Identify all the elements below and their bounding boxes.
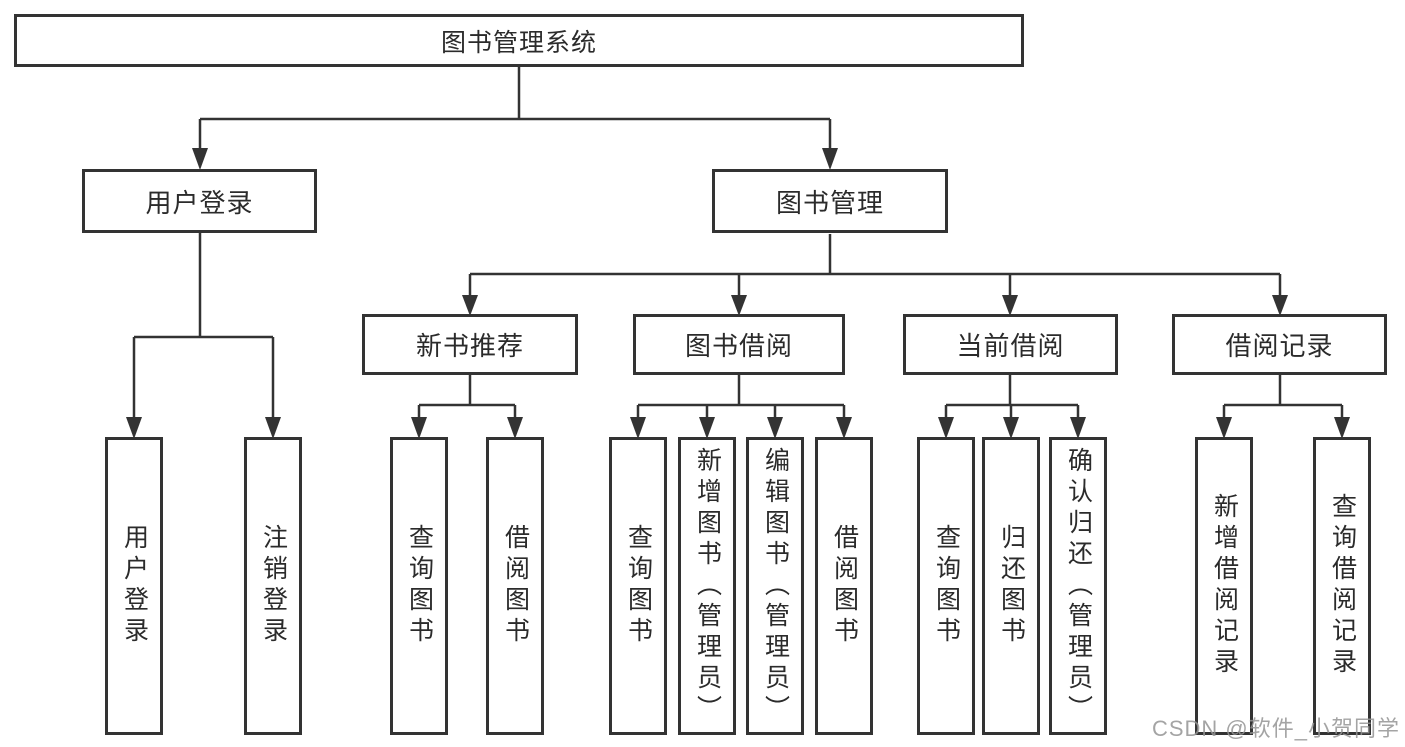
node-library-management-system: 图书管理系统: [14, 14, 1024, 67]
leaf-query-books-recommend: 查询图书: [390, 437, 448, 735]
leaf-query-borrow-record: 查询借阅记录: [1313, 437, 1371, 735]
node-label: 用户登录: [145, 187, 254, 218]
leaf-return-books: 归还图书: [982, 437, 1040, 735]
node-label: 借阅图书: [501, 524, 530, 648]
node-label: 查询借阅记录: [1328, 493, 1357, 679]
leaf-add-books-admin: 新增图书（管理员）: [678, 437, 736, 735]
node-label: 查询图书: [624, 524, 653, 648]
node-label: 借阅记录: [1225, 331, 1334, 361]
node-label: 确认归还（管理员）: [1064, 446, 1093, 726]
node-user-login-branch: 用户登录: [82, 169, 317, 233]
leaf-confirm-return-admin: 确认归还（管理员）: [1049, 437, 1107, 735]
leaf-edit-books-admin: 编辑图书（管理员）: [746, 437, 804, 735]
node-label: 图书管理系统: [440, 28, 597, 57]
node-book-management-branch: 图书管理: [712, 169, 948, 233]
node-label: 图书管理: [775, 187, 884, 218]
leaf-query-books-borrowing: 查询图书: [609, 437, 667, 735]
arrowheads: [126, 148, 1350, 439]
node-label: 查询图书: [405, 524, 434, 648]
node-label: 当前借阅: [956, 331, 1065, 361]
node-label: 注销登录: [259, 524, 288, 648]
leaf-borrow-books-borrowing: 借阅图书: [815, 437, 873, 735]
node-label: 用户登录: [120, 524, 149, 648]
node-label: 新增借阅记录: [1210, 493, 1239, 679]
node-new-book-recommendation: 新书推荐: [362, 314, 578, 375]
node-label: 新增图书（管理员）: [693, 446, 722, 726]
leaf-logout: 注销登录: [244, 437, 302, 735]
node-label: 编辑图书（管理员）: [761, 446, 790, 726]
csdn-watermark: CSDN @软件_小贺同学: [1151, 716, 1400, 741]
node-label: 查询图书: [932, 524, 961, 648]
node-label: 借阅图书: [830, 524, 859, 648]
node-label: 新书推荐: [415, 331, 524, 361]
leaf-query-books-current: 查询图书: [917, 437, 975, 735]
leaf-user-login: 用户登录: [105, 437, 163, 735]
node-borrowing-records: 借阅记录: [1172, 314, 1387, 375]
leaf-add-borrow-record: 新增借阅记录: [1195, 437, 1253, 735]
leaf-borrow-books-recommend: 借阅图书: [486, 437, 544, 735]
tree-edges: [132, 67, 1344, 420]
node-label: 归还图书: [997, 524, 1026, 648]
node-label: 图书借阅: [684, 331, 793, 361]
node-book-borrowing: 图书借阅: [633, 314, 845, 375]
node-current-borrowing: 当前借阅: [903, 314, 1118, 375]
